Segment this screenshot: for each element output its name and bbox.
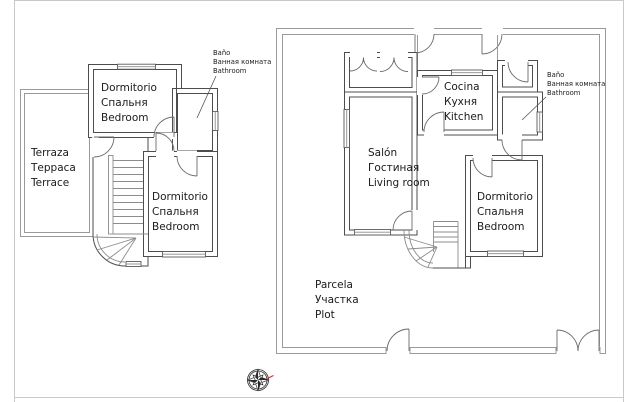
bathroom-upper-walls xyxy=(172,88,218,156)
driveway-gate xyxy=(555,329,601,355)
label-terrace-es: Terraza xyxy=(30,147,69,159)
door-bedroom-top xyxy=(153,116,175,139)
door-kitchen-porch xyxy=(417,76,440,95)
bedroom-bottom-walls xyxy=(143,151,218,257)
ground-windows xyxy=(343,69,543,257)
label-kitchen: Cocina Кухня Kitchen xyxy=(444,81,483,123)
label-bedroom-top-ru: Спальня xyxy=(101,97,148,109)
stairs-upper xyxy=(92,155,148,266)
leader-line-bathroom-ground xyxy=(521,96,547,121)
window-living-left xyxy=(343,109,350,148)
upper-floor-plan: Dormitorio Спальня Bedroom Baño Ванная к… xyxy=(20,49,271,267)
bedroom-ground-walls xyxy=(465,155,543,269)
label-living-room-en: Living room xyxy=(368,177,430,189)
door-bathroom-ground xyxy=(501,134,523,161)
window-stair-landing xyxy=(125,261,142,267)
bathroom-ground-walls xyxy=(497,91,543,141)
top-gate-right xyxy=(481,27,503,55)
leader-line-bathroom-upper xyxy=(196,75,217,119)
compass-north-accent xyxy=(267,375,274,379)
label-bedroom-ground-en: Bedroom xyxy=(477,221,525,233)
upper-labels: Dormitorio Спальня Bedroom Baño Ванная к… xyxy=(30,49,271,233)
window-bedroom-top xyxy=(117,63,156,70)
label-bedroom-bottom-en: Bedroom xyxy=(152,221,200,233)
label-plot-es: Parcela xyxy=(315,279,353,291)
label-bedroom-top-en: Bedroom xyxy=(101,112,149,124)
ground-floor-plan: Cocina Кухня Kitchen Baño Ванная комната… xyxy=(276,27,606,355)
ground-labels: Cocina Кухня Kitchen Baño Ванная комната… xyxy=(315,71,605,321)
label-bedroom-bottom: Dormitorio Спальня Bedroom xyxy=(152,191,208,233)
upper-windows xyxy=(117,63,219,267)
ground-doors xyxy=(392,59,529,231)
door-kitchen-hall xyxy=(423,111,445,136)
label-plot: Parcela Участка Plot xyxy=(315,279,359,321)
label-living-room-ru: Гостиная xyxy=(368,162,419,174)
window-bathroom-upper xyxy=(212,111,219,131)
label-living-room: Salón Гостиная Living room xyxy=(368,147,430,189)
plot-boundary xyxy=(276,28,606,354)
french-door-right xyxy=(379,57,409,72)
porch-walls xyxy=(344,52,418,93)
label-bedroom-ground-es: Dormitorio xyxy=(477,191,533,203)
label-bedroom-top: Dormitorio Спальня Bedroom xyxy=(101,82,157,124)
label-bathroom-upper-es: Baño xyxy=(213,49,230,57)
door-bedroom-bottom xyxy=(155,132,175,157)
upper-doors xyxy=(92,116,198,177)
label-kitchen-en: Kitchen xyxy=(444,111,483,123)
page-frame xyxy=(14,0,624,402)
label-terrace-en: Terrace xyxy=(30,177,69,189)
label-bedroom-bottom-ru: Спальня xyxy=(152,206,199,218)
french-door-left xyxy=(349,57,378,72)
window-bathroom-ground xyxy=(536,111,543,133)
label-bathroom-upper-ru: Ванная комната xyxy=(213,58,271,66)
window-kitchen xyxy=(451,69,483,76)
label-bedroom-bottom-es: Dormitorio xyxy=(152,191,208,203)
label-bathroom-ground-es: Baño xyxy=(547,71,564,79)
door-bedroom-ground xyxy=(472,155,493,178)
label-plot-en: Plot xyxy=(315,309,335,321)
door-terrace xyxy=(92,136,115,158)
label-bathroom-ground-ru: Ванная комната xyxy=(547,80,605,88)
label-terrace: Terraza Терраса Terrace xyxy=(30,147,76,189)
entry-walkway xyxy=(417,35,498,70)
label-terrace-ru: Терраса xyxy=(30,162,76,174)
stairs-ground xyxy=(403,221,470,269)
label-bedroom-ground: Dormitorio Спальня Bedroom xyxy=(477,191,533,233)
window-bedroom-ground xyxy=(487,250,524,257)
window-bedroom-bottom xyxy=(162,251,206,258)
door-bathroom-upper xyxy=(176,150,198,177)
pedestrian-gate xyxy=(385,328,411,355)
label-bathroom-upper-en: Bathroom xyxy=(213,67,247,75)
label-bedroom-ground-ru: Спальня xyxy=(477,206,524,218)
kitchen-walls xyxy=(417,70,498,136)
door-vestibule xyxy=(505,59,529,83)
compass-rose-icon xyxy=(246,368,274,392)
label-plot-ru: Участка xyxy=(315,294,359,306)
door-living-garden xyxy=(392,210,418,231)
label-bathroom-upper: Baño Ванная комната Bathroom xyxy=(196,49,271,119)
label-living-room-es: Salón xyxy=(368,147,397,159)
label-kitchen-es: Cocina xyxy=(444,81,480,93)
label-kitchen-ru: Кухня xyxy=(444,96,477,108)
label-bedroom-top-es: Dormitorio xyxy=(101,82,157,94)
label-bathroom-ground-en: Bathroom xyxy=(547,89,581,97)
window-living-bottom xyxy=(354,229,391,236)
living-room-walls xyxy=(344,91,418,236)
label-bathroom-ground: Baño Ванная комната Bathroom xyxy=(521,71,605,121)
stairwell-walls xyxy=(92,132,149,267)
